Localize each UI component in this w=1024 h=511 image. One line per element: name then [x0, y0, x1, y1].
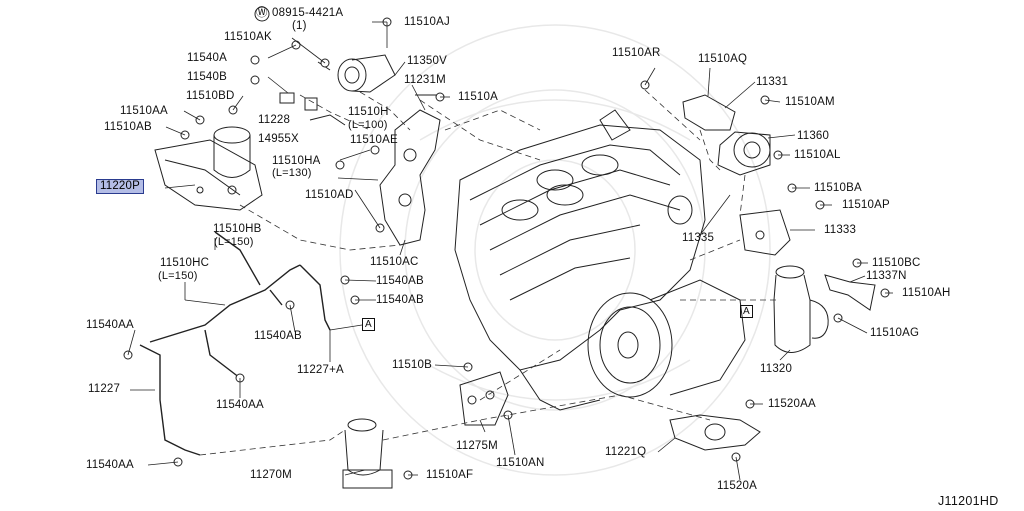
- part-11510hb-length: (L=150): [214, 236, 254, 248]
- part-11221q[interactable]: 11221Q: [605, 446, 647, 458]
- mount-11320: [774, 266, 828, 353]
- part-11540aa-3[interactable]: 11540AA: [86, 459, 134, 471]
- part-11540aa-2[interactable]: 11540AA: [216, 399, 264, 411]
- part-11510an[interactable]: 11510AN: [496, 457, 545, 469]
- part-11510bc[interactable]: 11510BC: [872, 257, 921, 269]
- part-11510ha-length: (L=130): [272, 167, 312, 179]
- part-11360[interactable]: 11360: [797, 130, 830, 142]
- part-11228[interactable]: 11228: [258, 114, 291, 126]
- diagram-code: J11201HD: [938, 494, 999, 508]
- part-11510aa[interactable]: 11510AA: [120, 105, 168, 117]
- bracket-11333: [740, 210, 790, 255]
- part-11337n[interactable]: 11337N: [866, 270, 907, 282]
- part-11333[interactable]: 11333: [824, 224, 857, 236]
- part-11510h[interactable]: 11510H: [348, 106, 389, 118]
- mount-11220p: [155, 127, 262, 210]
- part-11510ba[interactable]: 11510BA: [814, 182, 862, 194]
- washer-symbol-icon: Ⓦ: [256, 7, 268, 19]
- watermark: [340, 25, 770, 475]
- bracket-11275m: [460, 372, 508, 425]
- part-11510af[interactable]: 11510AF: [426, 469, 474, 481]
- part-08915-qty: (1): [292, 20, 307, 32]
- bracket-11331: [683, 95, 735, 130]
- mount-11360: [718, 132, 770, 175]
- flywheel: [588, 280, 745, 397]
- ref-a-left[interactable]: A: [362, 318, 375, 331]
- part-11510aq[interactable]: 11510AQ: [698, 53, 748, 65]
- bracket-11231m: [380, 95, 440, 245]
- part-11540ab-1[interactable]: 11540AB: [376, 275, 424, 287]
- part-11520a[interactable]: 11520A: [717, 480, 757, 492]
- ref-a-right[interactable]: A: [740, 305, 753, 318]
- engine-block: [455, 110, 705, 410]
- part-11510aj[interactable]: 11510AJ: [404, 16, 450, 28]
- dashed-lines: [200, 90, 780, 455]
- part-11540aa-1[interactable]: 11540AA: [86, 319, 134, 331]
- part-14955x[interactable]: 14955X: [258, 133, 299, 145]
- part-11510b[interactable]: 11510B: [392, 359, 432, 371]
- part-11510ap[interactable]: 11510AP: [842, 199, 890, 211]
- bolts: [124, 7, 889, 479]
- part-11510ac[interactable]: 11510AC: [370, 256, 419, 268]
- part-11510ab[interactable]: 11510AB: [104, 121, 152, 133]
- part-11510ha[interactable]: 11510HA: [272, 155, 321, 167]
- part-11227[interactable]: 11227: [88, 383, 121, 395]
- part-11510ad[interactable]: 11510AD: [305, 189, 354, 201]
- part-11335[interactable]: 11335: [682, 232, 715, 244]
- part-11510ah[interactable]: 11510AH: [902, 287, 951, 299]
- part-11510ak[interactable]: 11510AK: [224, 31, 272, 43]
- mount-11270m: [343, 419, 392, 488]
- part-11510hb[interactable]: 11510HB: [213, 223, 262, 235]
- mount-11221q: [670, 415, 760, 450]
- part-11510bd[interactable]: 11510BD: [186, 90, 235, 102]
- part-11331[interactable]: 11331: [756, 76, 789, 88]
- part-11275m[interactable]: 11275M: [456, 440, 498, 452]
- part-11510hc-length: (L=150): [158, 270, 198, 282]
- part-08915-4421a[interactable]: 08915-4421A: [272, 7, 344, 19]
- part-11510a[interactable]: 11510A: [458, 91, 498, 103]
- part-11231m[interactable]: 11231M: [404, 74, 446, 86]
- part-11510al[interactable]: 11510AL: [794, 149, 841, 161]
- leader-lines: [128, 22, 893, 480]
- part-11227a[interactable]: 11227+A: [297, 364, 344, 376]
- part-11540a[interactable]: 11540A: [187, 52, 227, 64]
- part-11350v[interactable]: 11350V: [407, 55, 447, 67]
- part-11510am[interactable]: 11510AM: [785, 96, 835, 108]
- part-11520aa[interactable]: 11520AA: [768, 398, 816, 410]
- mount-11350v: [318, 55, 395, 92]
- part-11220p-highlighted[interactable]: 11220P: [96, 179, 144, 194]
- harness-11227: [140, 232, 330, 455]
- part-11540ab-3[interactable]: 11540AB: [254, 330, 302, 342]
- part-11510hc[interactable]: 11510HC: [160, 257, 210, 269]
- part-11540b[interactable]: 11540B: [187, 71, 227, 83]
- part-11320[interactable]: 11320: [760, 363, 793, 375]
- part-11510ae[interactable]: 11510AE: [350, 134, 398, 146]
- part-11510h-length: (L=100): [348, 119, 388, 131]
- part-11270m[interactable]: 11270M: [250, 469, 292, 481]
- part-11510ar[interactable]: 11510AR: [612, 47, 661, 59]
- part-11540ab-2[interactable]: 11540AB: [376, 294, 424, 306]
- bracket-11228: [280, 93, 345, 125]
- part-11510ag[interactable]: 11510AG: [870, 327, 920, 339]
